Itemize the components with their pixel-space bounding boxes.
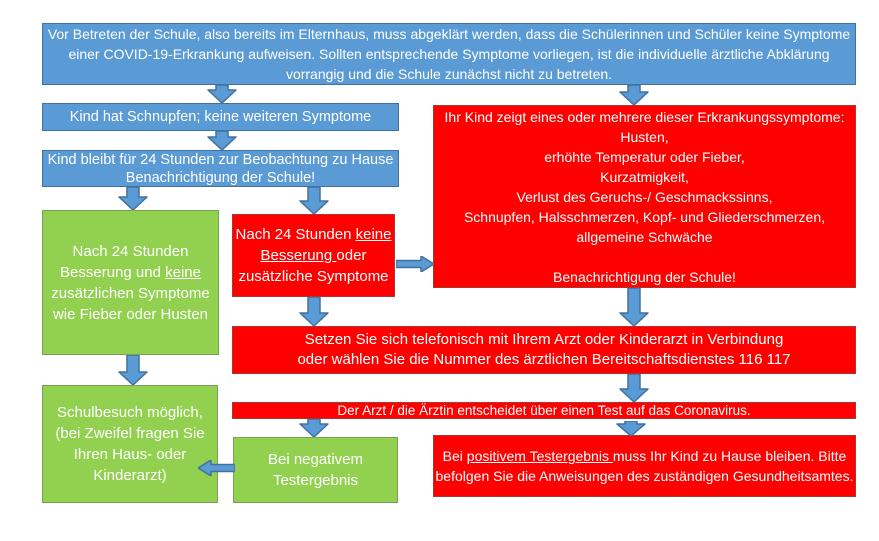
box-arzt-kontaktieren: Setzen Sie sich telefonisch mit Ihrem Ar… (232, 326, 856, 374)
keine-besserung-line3: zusätzliche Symptome (238, 268, 389, 285)
schulbesuch-line2: (bei Zweifel fragen Sie (55, 425, 205, 442)
negativ-line1: Bei negativem (267, 451, 364, 468)
box-schulbesuch-moeglich: Schulbesuch möglich, (bei Zweifel fragen… (42, 385, 218, 503)
positiv-line2: befolgen Sie die Anweisungen des zuständ… (435, 468, 854, 484)
arrow-keine-besserung-to-symptome-icon (396, 256, 434, 272)
box-positives-testergebnis: Bei positivem Testergebnis muss Ihr Kind… (433, 435, 856, 497)
negativ-line2: Testergebnis (272, 472, 359, 489)
arrow-negativ-to-schulbesuch-icon (198, 460, 235, 476)
arrow-symptome-to-arzt-kontakt-icon (619, 288, 649, 326)
arrow-arzt-kontakt-to-test-icon (619, 374, 649, 402)
hinweis-line2: einer COVID-19-Erkrankung aufweisen. Sol… (68, 46, 830, 62)
keine-besserung-line1: Nach 24 Stunden keine (235, 226, 392, 243)
besserung-line3: zusätzlichen Symptome (51, 284, 210, 302)
arzt-kontakt-line1: Setzen Sie sich telefonisch mit Ihrem Ar… (304, 331, 784, 348)
besserung-line4: wie Fieber oder Husten (52, 305, 209, 323)
arrow-hinweis-to-symptome-icon (619, 85, 649, 105)
box-24h-beobachtung: Kind bleibt für 24 Stunden zur Beobachtu… (42, 150, 399, 187)
arzt-kontakt-line2: oder wählen Sie die Nummer des ärztliche… (297, 351, 791, 368)
symptom-schmerzen: Schnupfen, Halsschmerzen, Kopf- und Glie… (463, 208, 826, 225)
box-keine-besserung: Nach 24 Stunden keine Besserung oder zus… (232, 214, 395, 297)
arrow-beobachtung-to-keine-besserung-icon (299, 187, 329, 214)
besserung-line1: Nach 24 Stunden (72, 242, 189, 260)
arrow-test-to-positiv-icon (616, 421, 646, 436)
besserung-line2: Besserung und keine (60, 263, 201, 281)
arrow-besserung-to-schulbesuch-icon (118, 355, 148, 385)
box-erkrankungssymptome: Ihr Kind zeigt eines oder mehrere dieser… (433, 105, 856, 288)
box-kind-schnupfen: Kind hat Schnupfen; keine weiteren Sympt… (42, 103, 399, 131)
hinweis-line3: vorrangig und die Schule zunächst nicht … (285, 66, 613, 82)
symptom-husten: Husten, (620, 128, 669, 145)
arrow-beobachtung-to-besserung-icon (118, 187, 148, 210)
beobachtung-line2: Benachrichtigung der Schule! (125, 169, 316, 186)
box-besserung-keine-symptome: Nach 24 Stunden Besserung und keine zusä… (42, 210, 219, 355)
symptome-spacer (434, 247, 855, 267)
symptom-kurzatmigkeit: Kurzatmigkeit, (600, 168, 689, 185)
symptome-intro: Ihr Kind zeigt eines oder mehrere dieser… (444, 108, 845, 125)
schulbesuch-line4: Kinderarzt) (93, 467, 167, 484)
test-entscheidung-text: Der Arzt / die Ärztin entscheidet über e… (337, 403, 751, 418)
schulbesuch-line3: Ihren Haus- oder (73, 446, 187, 463)
arrow-schnupfen-to-beobachtung-icon (207, 131, 237, 150)
arrow-test-to-negativ-icon (299, 419, 329, 437)
symptome-benachrichtigung: Benachrichtigung der Schule! (553, 268, 736, 285)
box-negatives-testergebnis: Bei negativem Testergebnis (233, 437, 398, 503)
symptom-fieber: erhöhte Temperatur oder Fieber, (544, 148, 745, 165)
arrow-hinweis-to-schnupfen-icon (207, 85, 237, 103)
arrow-keine-besserung-to-arzt-kontakt-icon (299, 297, 329, 326)
box-arzt-entscheidet-test: Der Arzt / die Ärztin entscheidet über e… (232, 402, 856, 419)
symptom-geruchssinn: Verlust des Geruchs-/ Geschmackssinns, (516, 188, 773, 205)
keine-besserung-line2: Besserung oder (260, 247, 367, 264)
positiv-line1: Bei positivem Testergebnis muss Ihr Kind… (442, 448, 847, 464)
symptom-schwaeche: allgemeine Schwäche (576, 228, 713, 245)
box-schule-betreten-hinweis: Vor Betreten der Schule, also bereits im… (42, 23, 856, 85)
hinweis-line1: Vor Betreten der Schule, also bereits im… (47, 26, 851, 42)
kind-schnupfen-text: Kind hat Schnupfen; keine weiteren Sympt… (69, 109, 372, 125)
schulbesuch-line1: Schulbesuch möglich, (57, 404, 203, 421)
beobachtung-line1: Kind bleibt für 24 Stunden zur Beobachtu… (47, 151, 394, 168)
